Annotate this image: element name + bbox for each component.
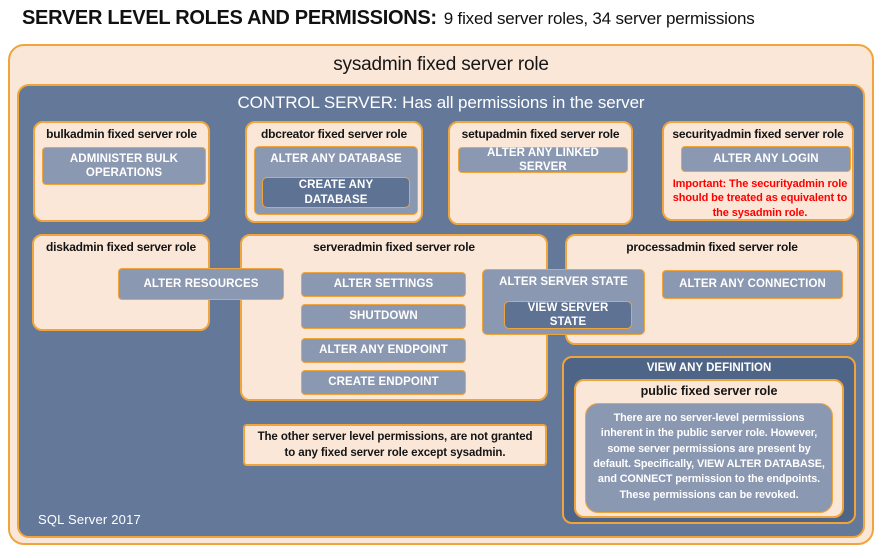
- permission-view-server-state: VIEW SERVER STATE: [504, 301, 632, 329]
- sql-server-version-label: SQL Server 2017: [38, 512, 141, 527]
- public-role-description: There are no server-level permissions in…: [585, 403, 833, 513]
- serveradmin-role-box: serveradmin fixed server role ALTER SETT…: [240, 234, 548, 401]
- permission-view-any-definition: VIEW ANY DEFINITION public fixed server …: [562, 356, 856, 524]
- permission-alter-any-endpoint: ALTER ANY ENDPOINT: [301, 338, 466, 363]
- permission-administer-bulk-operations: ADMINISTER BULK OPERATIONS: [42, 147, 206, 185]
- permission-alter-settings: ALTER SETTINGS: [301, 272, 466, 297]
- permission-view-any-definition-label: VIEW ANY DEFINITION: [646, 362, 772, 374]
- setupadmin-role-title: setupadmin fixed server role: [461, 127, 620, 141]
- permission-alter-any-database-label: ALTER ANY DATABASE: [270, 153, 402, 165]
- bulkadmin-role-title: bulkadmin fixed server role: [46, 127, 197, 141]
- public-role-title: public fixed server role: [640, 384, 778, 398]
- public-role-box: public fixed server role There are no se…: [574, 379, 844, 518]
- dbcreator-role-title: dbcreator fixed server role: [260, 127, 407, 141]
- permission-alter-any-connection: ALTER ANY CONNECTION: [662, 270, 843, 299]
- securityadmin-warning-text: Important: The securityadmin role should…: [672, 178, 848, 219]
- serveradmin-role-title: serveradmin fixed server role: [313, 240, 475, 254]
- dbcreator-role-box: dbcreator fixed server role ALTER ANY DA…: [245, 121, 423, 223]
- securityadmin-role-box: securityadmin fixed server role ALTER AN…: [662, 121, 854, 221]
- page-title-subtitle: 9 fixed server roles, 34 server permissi…: [443, 9, 755, 28]
- permission-create-endpoint: CREATE ENDPOINT: [301, 370, 466, 395]
- bulkadmin-role-box: bulkadmin fixed server role ADMINISTER B…: [33, 121, 210, 222]
- permission-create-any-database: CREATE ANY DATABASE: [262, 177, 410, 208]
- setupadmin-role-box: setupadmin fixed server role ALTER ANY L…: [448, 121, 633, 225]
- processadmin-role-title: processadmin fixed server role: [626, 240, 798, 254]
- page-title-main: SERVER LEVEL ROLES AND PERMISSIONS:: [22, 7, 437, 29]
- sysadmin-role-title: sysadmin fixed server role: [333, 54, 549, 75]
- other-permissions-note: The other server level permissions, are …: [243, 424, 547, 466]
- securityadmin-role-title: securityadmin fixed server role: [672, 127, 844, 141]
- page-title: SERVER LEVEL ROLES AND PERMISSIONS: 9 fix…: [22, 7, 755, 30]
- permission-alter-resources: ALTER RESOURCES: [118, 268, 284, 300]
- control-server-title: CONTROL SERVER: Has all permissions in t…: [237, 93, 645, 112]
- permission-alter-server-state-label: ALTER SERVER STATE: [499, 276, 628, 288]
- permission-alter-any-login: ALTER ANY LOGIN: [681, 146, 851, 172]
- permission-shutdown: SHUTDOWN: [301, 304, 466, 329]
- diskadmin-role-title: diskadmin fixed server role: [45, 240, 196, 254]
- permission-alter-any-linked-server: ALTER ANY LINKED SERVER: [458, 147, 628, 173]
- permission-alter-server-state: ALTER SERVER STATE VIEW SERVER STATE: [482, 269, 645, 335]
- permission-alter-any-database: ALTER ANY DATABASE CREATE ANY DATABASE: [254, 146, 418, 215]
